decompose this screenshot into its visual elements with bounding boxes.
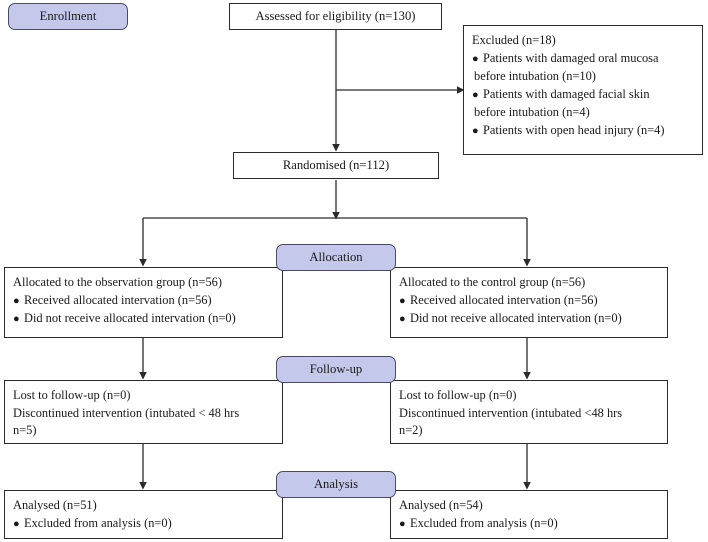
- bullet-icon: ●: [13, 313, 20, 325]
- box-randomised: Randomised (n=112): [233, 152, 439, 179]
- stage-label-followup-text: Follow-up: [309, 362, 363, 376]
- analysis-left-heading: Analysed (n=51): [13, 498, 97, 512]
- allocation-right-item-1: ● Did not receive allocated intervation (…: [399, 310, 659, 329]
- allocation-left-heading: Allocated to the observation group (n=56…: [13, 275, 222, 289]
- analysis-right-heading: Analysed (n=54): [399, 498, 483, 512]
- box-excluded: Excluded (n=18) ● Patients with damaged o…: [463, 25, 703, 155]
- excluded-item-4-text: Patients with open head injury (n=4): [483, 122, 665, 137]
- allocation-left-item-1-text: Did not receive allocated intervation (n…: [24, 311, 236, 325]
- analysis-right-item-0-text: Excluded from analysis (n=0): [410, 515, 558, 530]
- stage-label-followup: Follow-up: [276, 356, 396, 383]
- box-followup-right: Lost to follow-up (n=0) Discontinued int…: [390, 380, 668, 444]
- allocation-right-item-1-text: Did not receive allocated intervation (n…: [410, 311, 622, 325]
- analysis-left-item-0: ● Excluded from analysis (n=0): [13, 515, 274, 534]
- stage-label-analysis: Analysis: [276, 471, 396, 498]
- allocation-right-heading: Allocated to the control group (n=56): [399, 275, 586, 289]
- allocation-left-item-1: ● Did not receive allocated intervation (…: [13, 310, 274, 329]
- stage-label-enrollment-text: Enrollment: [39, 9, 97, 23]
- box-assessed-for-eligibility: Assessed for eligibility (n=130): [229, 3, 442, 30]
- followup-right-line-0: Lost to follow-up (n=0): [399, 388, 517, 402]
- stage-label-analysis-text: Analysis: [313, 477, 359, 491]
- allocation-left-item-0-text: Received allocated intervation (n=56): [24, 292, 212, 307]
- bullet-icon: ●: [472, 52, 479, 65]
- bullet-icon: ●: [13, 294, 20, 307]
- followup-right-line-1: Discontinued intervention (intubated <48…: [399, 405, 623, 420]
- followup-left-line-1: Discontinued intervention (intubated < 4…: [13, 405, 240, 420]
- followup-left-line-0: Lost to follow-up (n=0): [13, 388, 131, 402]
- stage-label-allocation-text: Allocation: [309, 250, 363, 264]
- bullet-icon: ●: [399, 517, 406, 530]
- followup-left-line-2: n=5): [13, 423, 37, 437]
- box-allocation-left: Allocated to the observation group (n=56…: [4, 267, 283, 338]
- assessed-text: Assessed for eligibility (n=130): [255, 9, 416, 23]
- excluded-item-1: before intubation (n=10): [474, 69, 596, 83]
- stage-label-allocation: Allocation: [276, 244, 396, 271]
- box-allocation-right: Allocated to the control group (n=56) ● R…: [390, 267, 668, 338]
- followup-right-line-2: n=2): [399, 423, 423, 437]
- bullet-icon: ●: [13, 517, 20, 530]
- box-analysis-left: Analysed (n=51) ● Excluded from analysis …: [4, 490, 283, 539]
- allocation-right-item-0: ● Received allocated intervation (n=56): [399, 292, 659, 311]
- excluded-item-3: before intubation (n=4): [474, 105, 590, 119]
- analysis-right-item-0: ● Excluded from analysis (n=0): [399, 515, 659, 534]
- excluded-item-0: ● Patients with damaged oral mucosa: [472, 50, 694, 69]
- allocation-right-item-0-text: Received allocated intervation (n=56): [410, 292, 598, 307]
- bullet-icon: ●: [399, 294, 406, 307]
- excluded-heading: Excluded (n=18): [472, 33, 556, 47]
- bullet-icon: ●: [399, 313, 406, 325]
- excluded-item-4: ● Patients with open head injury (n=4): [472, 122, 694, 141]
- stage-label-enrollment: Enrollment: [8, 3, 128, 30]
- excluded-item-2-text: Patients with damaged facial skin: [483, 86, 650, 101]
- excluded-item-2: ● Patients with damaged facial skin: [472, 86, 694, 105]
- allocation-left-item-0: ● Received allocated intervation (n=56): [13, 292, 274, 311]
- box-followup-left: Lost to follow-up (n=0) Discontinued int…: [4, 380, 283, 444]
- analysis-left-item-0-text: Excluded from analysis (n=0): [24, 515, 172, 530]
- box-analysis-right: Analysed (n=54) ● Excluded from analysis …: [390, 490, 668, 539]
- excluded-item-0-text: Patients with damaged oral mucosa: [483, 50, 659, 65]
- bullet-icon: ●: [472, 124, 479, 137]
- randomised-text: Randomised (n=112): [282, 158, 390, 172]
- bullet-icon: ●: [472, 88, 479, 101]
